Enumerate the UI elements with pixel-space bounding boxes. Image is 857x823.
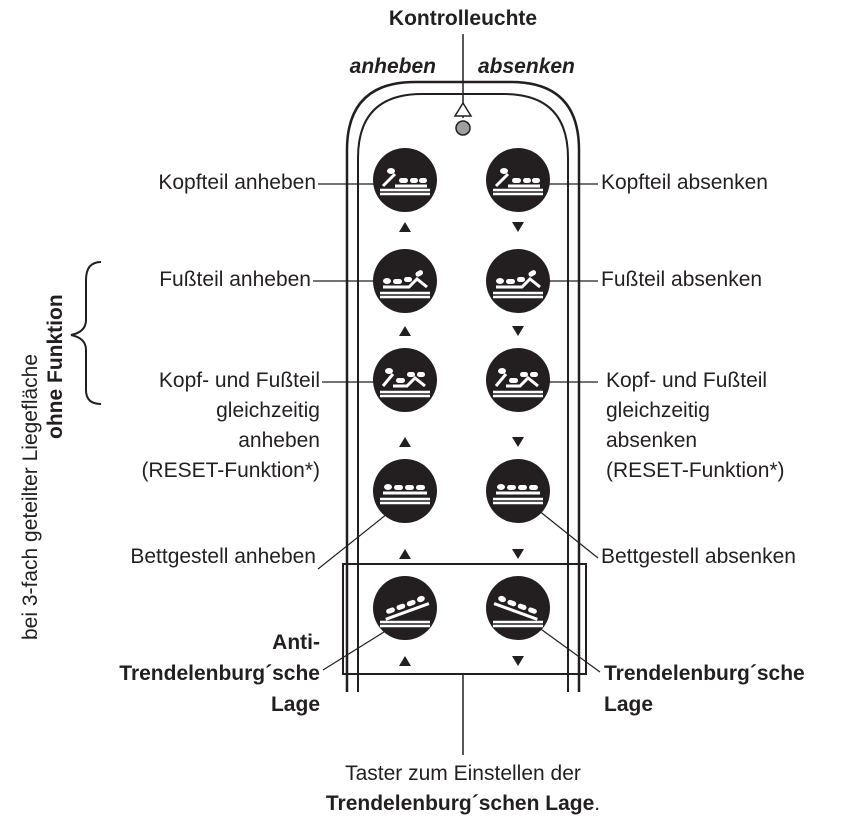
button-both-lower[interactable] bbox=[486, 348, 550, 412]
down-arrow-icon bbox=[512, 222, 524, 232]
button-head-lower[interactable] bbox=[486, 148, 550, 212]
curly-brace bbox=[70, 261, 102, 405]
up-arrow-icon bbox=[399, 437, 411, 447]
footer-line2-end: . bbox=[594, 792, 601, 815]
trendelenburg-frame bbox=[342, 563, 587, 675]
lower-column-label: absenken bbox=[478, 55, 575, 78]
button-head-raise[interactable] bbox=[373, 148, 437, 212]
up-arrow-icon bbox=[399, 656, 411, 666]
side-note-line1: bei 3-fach geteilter Liegefläche bbox=[19, 353, 42, 640]
down-arrow-icon bbox=[512, 656, 524, 666]
label-anti-trend-1: Anti- bbox=[272, 631, 320, 654]
indicator-label: Kontrolleuchte bbox=[388, 7, 538, 30]
label-head-lower: Kopfteil absenken bbox=[601, 171, 768, 194]
button-both-raise[interactable] bbox=[373, 348, 437, 412]
down-arrow-icons bbox=[512, 222, 524, 666]
raise-column-label: anheben bbox=[349, 55, 436, 78]
label-both-raise-3: anheben bbox=[238, 429, 320, 452]
label-foot-lower: Fußteil absenken bbox=[601, 268, 763, 291]
leader-anti-trend bbox=[322, 626, 393, 671]
button-frame-lower[interactable] bbox=[486, 459, 550, 523]
leader-frame-lower bbox=[537, 509, 599, 559]
label-both-raise-1: Kopf- und Fußteil bbox=[158, 369, 320, 392]
button-anti-trendelenburg[interactable] bbox=[373, 576, 437, 640]
indicator-arrow bbox=[453, 101, 473, 117]
label-both-lower-2: gleichzeitig bbox=[606, 399, 710, 422]
down-arrow-icon bbox=[512, 437, 524, 447]
label-anti-trend-3: Lage bbox=[270, 693, 320, 716]
button-frame-raise[interactable] bbox=[373, 459, 437, 523]
indicator-led bbox=[455, 120, 471, 136]
label-frame-raise: Bettgestell anheben bbox=[130, 545, 316, 568]
label-frame-lower: Bettgestell absenken bbox=[601, 545, 796, 568]
down-arrow-icon bbox=[512, 549, 524, 559]
leader-trend bbox=[537, 626, 601, 673]
button-foot-raise[interactable] bbox=[373, 249, 437, 313]
label-both-lower-1: Kopf- und Fußteil bbox=[606, 369, 768, 392]
label-both-lower-4: (RESET-Funktion*) bbox=[606, 459, 785, 482]
side-note-line2: ohne Funktion bbox=[44, 294, 67, 439]
footer-line2-bold: Trendelenburg´schen Lage bbox=[325, 792, 595, 815]
up-arrow-icon bbox=[399, 549, 411, 559]
footer-line2: Trendelenburg´schen Lage. bbox=[263, 792, 663, 816]
button-trendelenburg[interactable] bbox=[486, 576, 550, 640]
up-arrow-icons bbox=[399, 222, 411, 666]
label-foot-raise: Fußteil anheben bbox=[159, 268, 311, 291]
leader-frame-raise bbox=[317, 509, 393, 570]
label-trend-2: Lage bbox=[604, 693, 654, 716]
down-arrow-icon bbox=[512, 326, 524, 336]
label-both-raise-4: (RESET-Funktion*) bbox=[141, 459, 320, 482]
label-both-raise-2: gleichzeitig bbox=[216, 399, 320, 422]
up-arrow-icon bbox=[399, 326, 411, 336]
label-head-raise: Kopfteil anheben bbox=[158, 171, 316, 194]
label-both-lower-3: absenken bbox=[606, 429, 698, 452]
label-trend-1: Trendelenburg´sche bbox=[604, 662, 805, 685]
up-arrow-icon bbox=[399, 222, 411, 232]
button-foot-lower[interactable] bbox=[486, 249, 550, 313]
label-anti-trend-2: Trendelenburg´sche bbox=[119, 662, 320, 685]
footer-line1: Taster zum Einstellen der bbox=[345, 762, 581, 785]
